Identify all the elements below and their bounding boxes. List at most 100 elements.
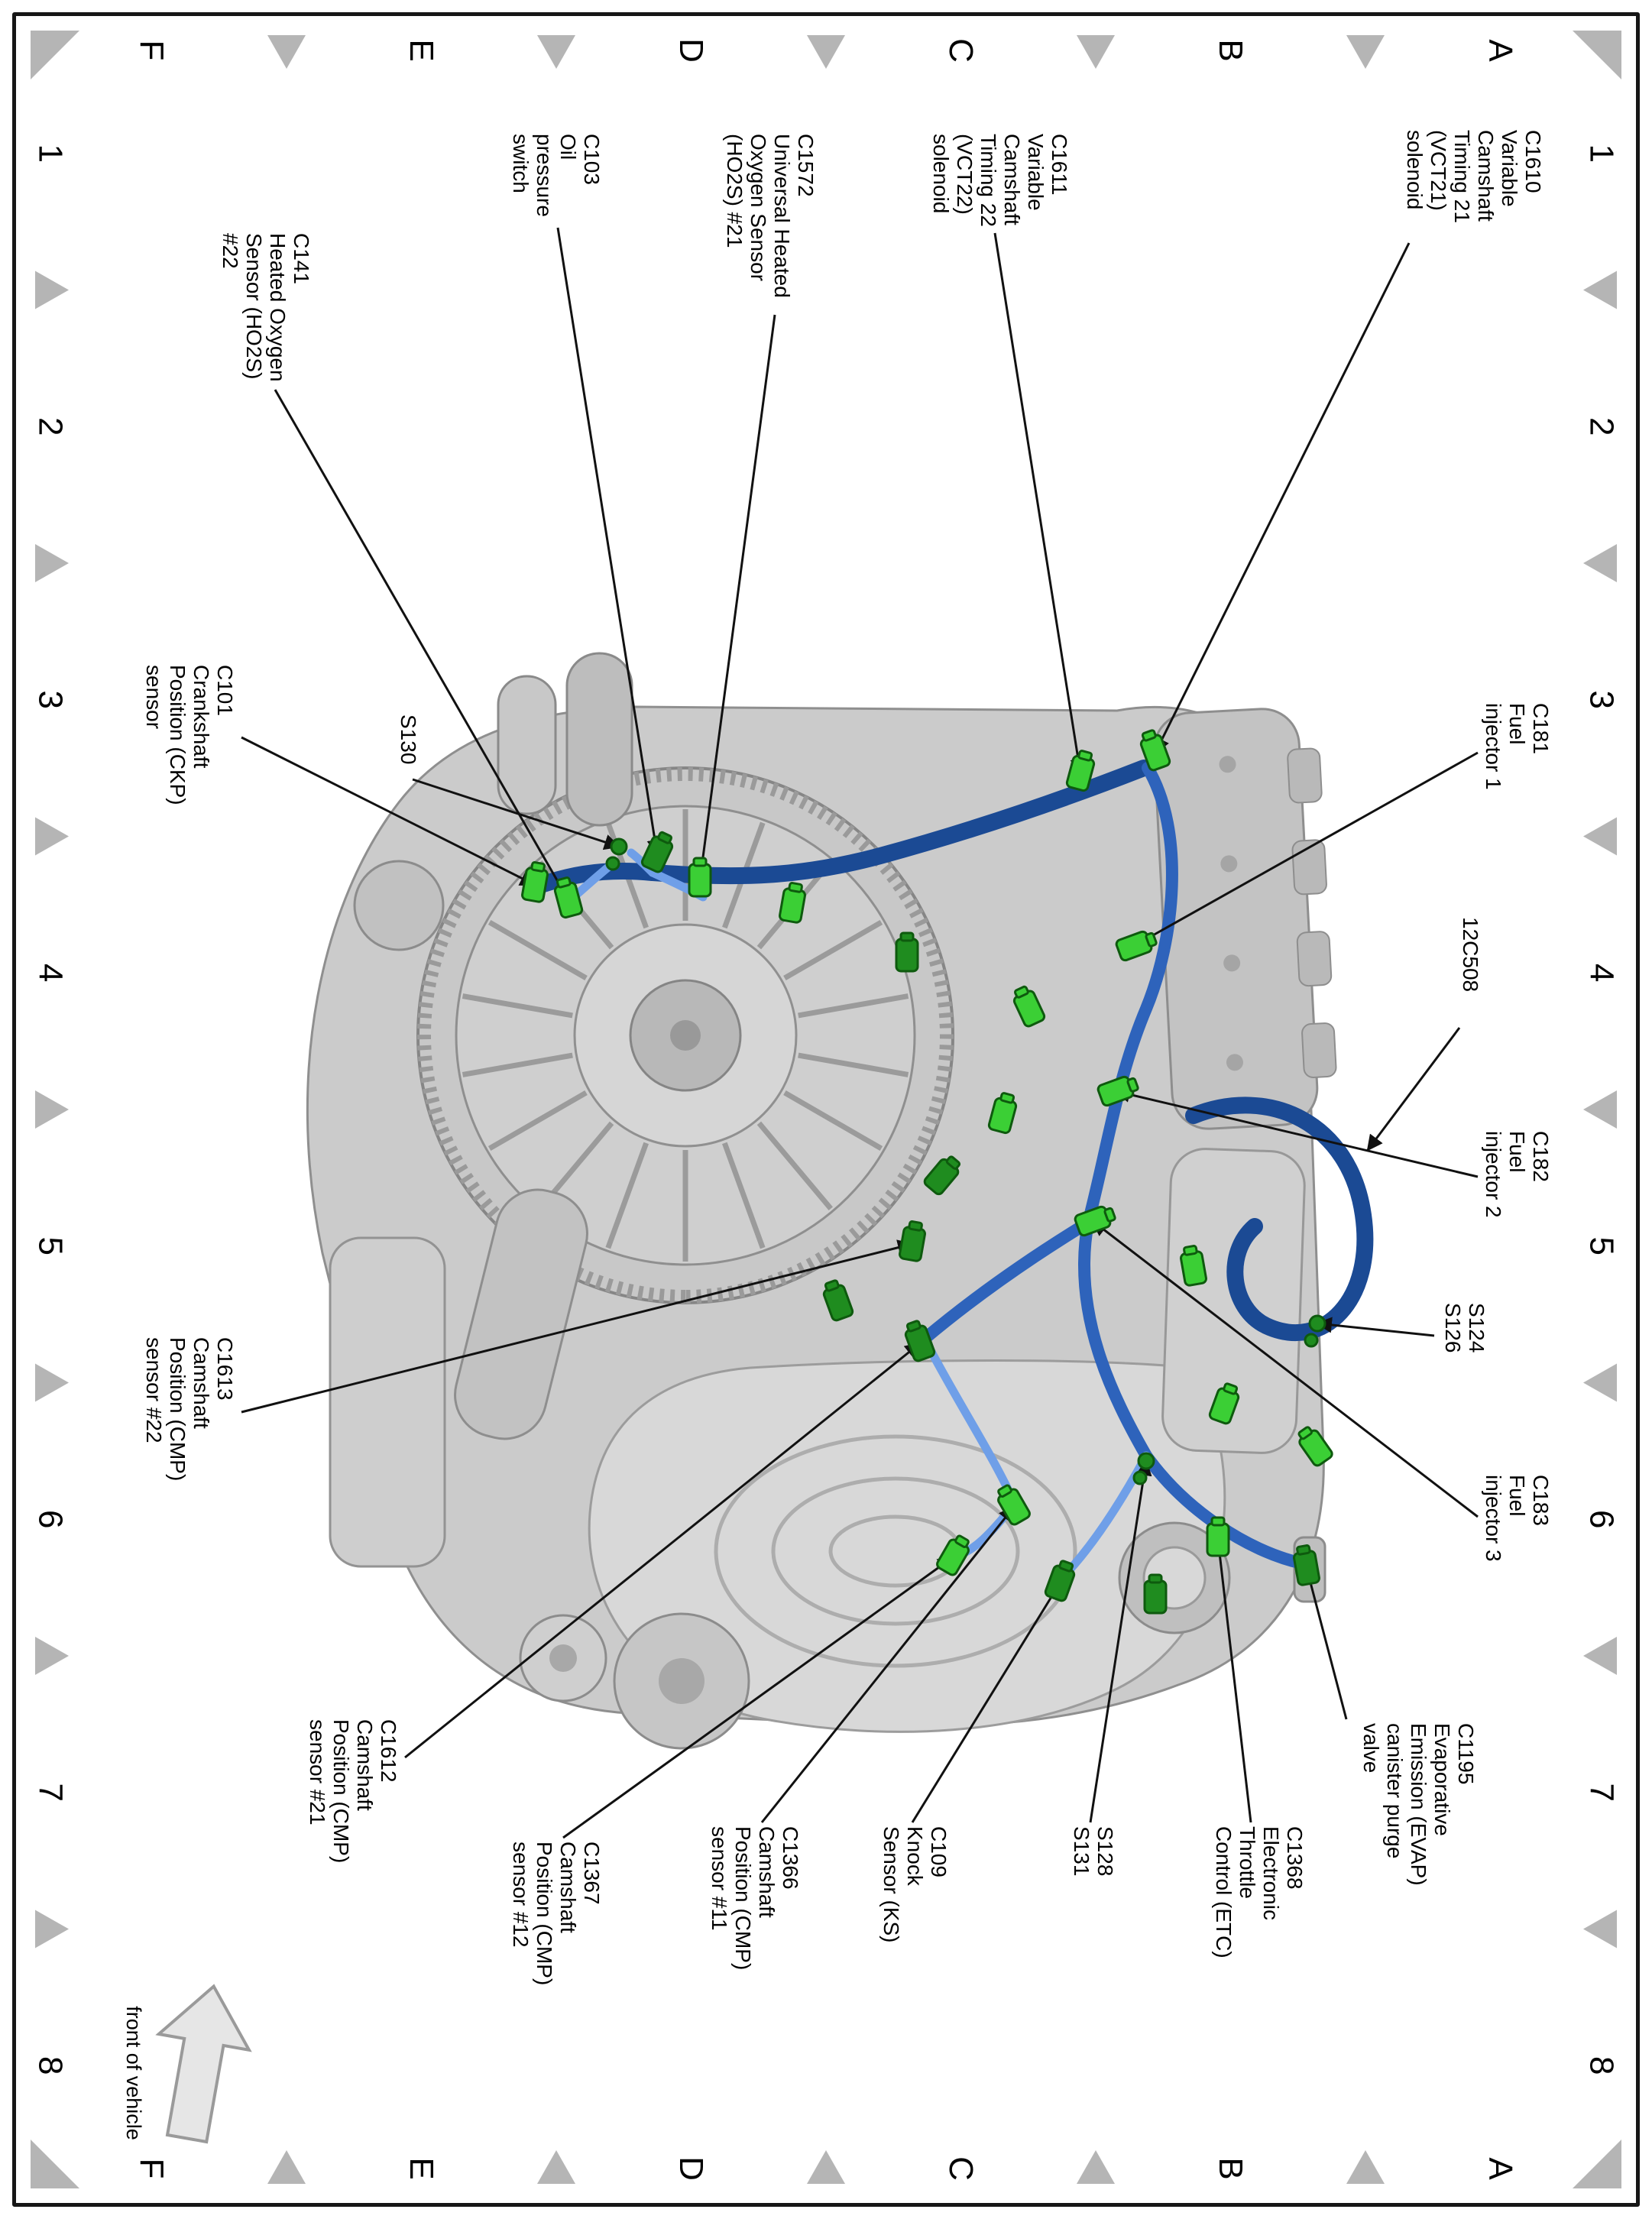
grid-corner-triangle: [31, 31, 79, 79]
grid-column-label: 1: [32, 144, 70, 163]
grid-triangle: [1583, 1637, 1617, 1675]
harness-connector: [1044, 1560, 1076, 1602]
grid-column-label: 6: [32, 1510, 70, 1528]
grid-triangle: [35, 1090, 69, 1129]
grid-column-label: 8: [1583, 2056, 1621, 2075]
leader-line-C1572: [694, 314, 776, 883]
starter-solenoid: [497, 675, 557, 815]
grid-corner-triangle: [1573, 2140, 1621, 2188]
grid-column-label: 4: [1583, 964, 1621, 982]
grid-corner-triangle: [1573, 31, 1621, 79]
grid-triangle: [1346, 35, 1385, 69]
grid-triangle: [267, 2150, 306, 2184]
flywheel-rib: [798, 1052, 909, 1077]
flywheel-rib: [798, 993, 909, 1019]
grid-column-label: 7: [1583, 1783, 1621, 1802]
front-of-vehicle-arrow: [155, 1984, 252, 2144]
grid-triangle: [267, 35, 306, 69]
harness-connector: [997, 1484, 1031, 1526]
harness-connector: [1304, 1314, 1326, 1348]
flywheel-rib: [488, 919, 588, 981]
harness-connector: [1012, 985, 1046, 1028]
harness-connector: [1206, 1516, 1230, 1557]
harness-connector: [895, 931, 919, 973]
flywheel-rib: [756, 1121, 833, 1210]
grid-column-label: 3: [1583, 691, 1621, 709]
leader-line-C1366: [760, 1505, 1015, 1823]
leader-line-C1610: [1154, 242, 1411, 754]
grid-triangle: [1346, 2150, 1385, 2184]
leader-line-C1612: [404, 1342, 922, 1759]
grid-triangle: [1583, 1363, 1617, 1402]
harness-connector: [1065, 750, 1096, 792]
oil-pan: [329, 1236, 446, 1568]
leader-line-S124-S126: [1315, 1317, 1435, 1337]
leader-line-C101: [241, 736, 536, 886]
harness-connector: [822, 1279, 854, 1322]
grid-column-label: 4: [32, 964, 70, 982]
grid-triangle: [35, 1637, 69, 1675]
harness-connector: [521, 861, 549, 903]
flywheel-rib: [462, 1052, 573, 1077]
starter-motor: [565, 652, 633, 827]
valve-cover-front: [1152, 708, 1337, 1130]
grid-triangle: [1583, 544, 1617, 582]
harness-connector: [1143, 1573, 1168, 1615]
grid-triangle: [35, 817, 69, 856]
leader-line-C109: [911, 1582, 1061, 1823]
leader-line-C182: [1113, 1087, 1479, 1178]
harness-connector: [1115, 930, 1158, 962]
front-of-vehicle-label: front of vehicle: [122, 2006, 145, 2140]
grid-column-label: 7: [32, 1783, 70, 1802]
grid-triangle: [1077, 35, 1115, 69]
harness-connector: [553, 876, 584, 919]
harness-connector: [1208, 1382, 1240, 1425]
leader-line-S128-S131: [1089, 1459, 1152, 1823]
grid-row-label: F: [133, 2159, 170, 2179]
leader-lines: [241, 227, 1479, 1839]
harness-connector: [923, 1155, 961, 1196]
manifold-rib: [714, 1434, 1077, 1668]
leader-line-C183: [1091, 1220, 1479, 1518]
grid-row-label: F: [133, 40, 170, 61]
grid-triangle: [35, 270, 69, 309]
grid-row-label: E: [403, 2157, 440, 2179]
harness-connector: [1180, 1245, 1207, 1287]
grid-column-label: 2: [1583, 417, 1621, 436]
harness-connector: [779, 882, 806, 924]
grid-column-label: 3: [32, 691, 70, 709]
grid-triangle: [1583, 817, 1617, 856]
leader-line-S130: [412, 778, 620, 850]
grid-column-label: 5: [1583, 1237, 1621, 1255]
grid-triangle: [1583, 1090, 1617, 1129]
leader-line-C103: [556, 227, 663, 857]
grid-triangle: [807, 2150, 845, 2184]
grid-triangle: [1583, 1910, 1617, 1949]
grid-triangle: [35, 1363, 69, 1402]
connector-markers: [521, 729, 1333, 1615]
flywheel-rib: [783, 1090, 883, 1152]
harness-connector: [605, 837, 628, 871]
grid-row-label: C: [942, 38, 980, 63]
harness-connector: [1293, 1544, 1320, 1586]
grid-corner-triangle: [31, 2140, 79, 2188]
harness-connector: [987, 1092, 1018, 1135]
harness-connector: [1139, 729, 1171, 772]
grid-column-label: 6: [1583, 1510, 1621, 1528]
grid-triangle: [1583, 270, 1617, 309]
grid-row-label: E: [403, 39, 440, 61]
harness-connector: [1096, 1075, 1139, 1107]
leader-line-C1368: [1211, 1537, 1252, 1823]
flywheel-rib: [488, 1090, 588, 1152]
grid-row-label: C: [942, 2156, 980, 2181]
grid-column-label: 2: [32, 417, 70, 436]
leader-line-C181: [1132, 751, 1479, 948]
pulley-small-hub: [549, 1644, 577, 1672]
harness-connector: [904, 1320, 936, 1362]
grid-row-label: A: [1482, 39, 1519, 62]
leader-line-C1195: [1302, 1566, 1348, 1720]
grid-triangle: [537, 2150, 575, 2184]
